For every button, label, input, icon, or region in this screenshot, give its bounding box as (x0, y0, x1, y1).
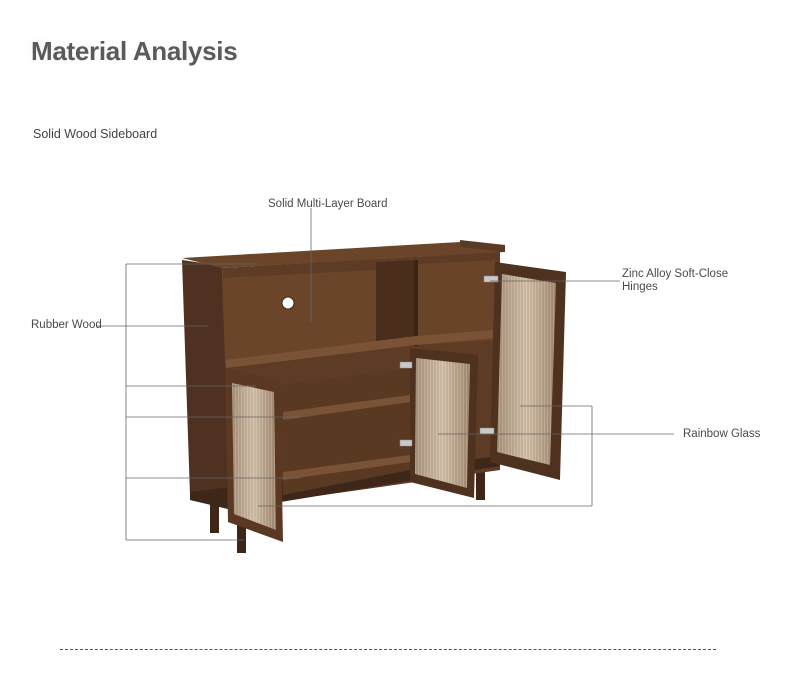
callout-glass: Rainbow Glass (683, 428, 761, 440)
top-board (182, 242, 505, 268)
leg-front-right (476, 470, 485, 500)
leg-front-left (237, 505, 246, 553)
leg-back-left (210, 495, 219, 533)
product-name: Solid Wood Sideboard (33, 127, 158, 141)
callout-top-board: Solid Multi-Layer Board (268, 198, 388, 210)
callout-frame: Rubber Wood (31, 319, 102, 331)
leader-lines (96, 208, 674, 541)
page-title: Material Analysis (31, 36, 238, 66)
dashed-divider (60, 649, 716, 650)
callout-hinges: Zinc Alloy Soft-Close Hinges (622, 268, 729, 293)
middle-shelf (225, 330, 494, 368)
side-panel (182, 260, 232, 510)
cable-hole (282, 297, 294, 309)
